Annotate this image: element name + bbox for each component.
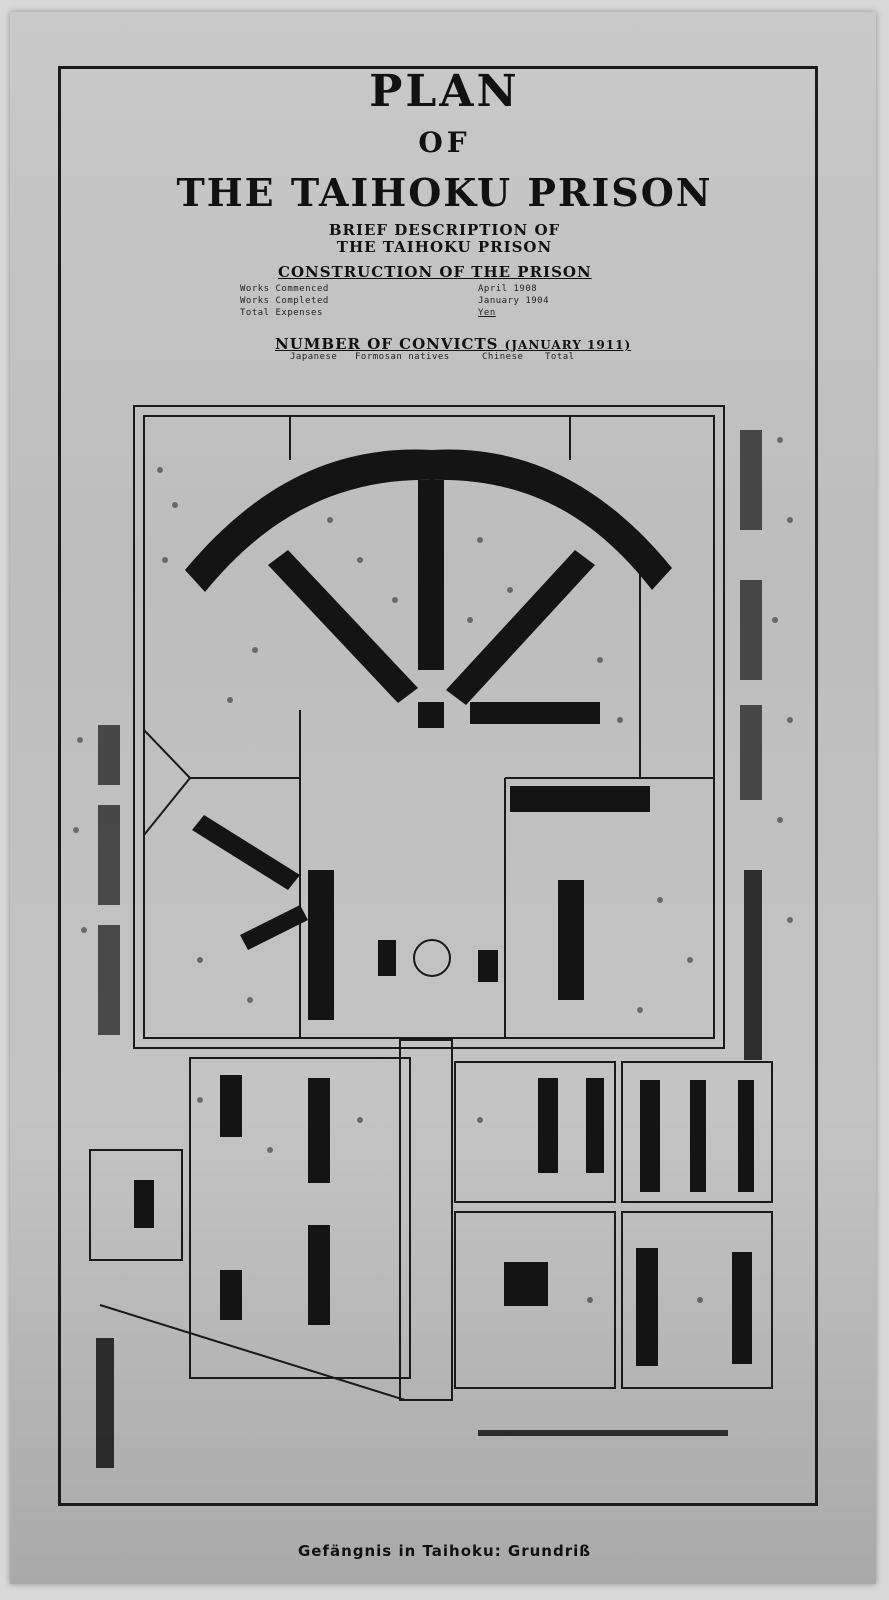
outer-wall — [133, 405, 725, 1049]
west-building — [308, 870, 334, 1020]
housing-block — [690, 1080, 706, 1192]
east-perimeter-building — [744, 870, 762, 1060]
central-fountain — [413, 939, 451, 977]
west-workshop-small — [240, 905, 308, 950]
entrance-road — [399, 1039, 453, 1401]
housing-block — [636, 1248, 658, 1366]
construction-row-value: January 1904 — [478, 296, 550, 306]
east-perimeter-building — [740, 705, 762, 800]
housing-block — [308, 1225, 330, 1325]
yard-divider — [143, 777, 191, 836]
tree-dots — [73, 437, 793, 1303]
yard-building — [378, 940, 396, 976]
east-perimeter-building — [740, 580, 762, 680]
east-perimeter-building — [740, 430, 762, 530]
diagonal-road — [99, 1304, 406, 1401]
central-hub — [418, 702, 444, 728]
title-main: THE TAIHOKU PRISON — [176, 170, 713, 215]
left-radial-cell-block — [268, 550, 418, 703]
legend-key — [96, 1338, 114, 1468]
convicts-column-header: Formosan natives — [355, 352, 450, 362]
housing-block — [220, 1270, 242, 1320]
title-of: OF — [418, 126, 471, 159]
caption: Gefängnis in Taihoku: Grundriß — [297, 1542, 592, 1560]
west-perimeter-building — [98, 925, 120, 1035]
housing-block — [586, 1078, 604, 1173]
convicts-heading-text: NUMBER OF CONVICTS — [275, 335, 499, 353]
construction-row-label: Works Completed — [240, 296, 329, 306]
lower-center-compound — [454, 1061, 616, 1203]
right-radial-cell-block — [446, 550, 595, 705]
subtitle-line-1: BRIEF DESCRIPTION OF — [328, 221, 561, 239]
convicts-column-header: Total — [545, 352, 575, 362]
curved-cell-block — [185, 449, 672, 592]
yard-divider — [143, 729, 191, 779]
construction-row-label: Total Expenses — [240, 308, 323, 318]
yard-building — [478, 950, 498, 982]
housing-block — [504, 1262, 548, 1306]
west-annex — [89, 1149, 183, 1261]
title-plan: PLAN — [369, 66, 520, 117]
lower-left-compound — [189, 1057, 411, 1379]
east-building — [558, 880, 584, 1000]
map-frame-border — [58, 66, 818, 1506]
convicts-column-header: Japanese — [290, 352, 338, 362]
workshop-block — [510, 786, 650, 812]
housing-block — [732, 1252, 752, 1364]
west-perimeter-building — [98, 805, 120, 905]
lower-right-compound-2 — [621, 1211, 773, 1389]
inner-wall — [143, 415, 715, 1039]
annex-building — [134, 1180, 154, 1228]
convicts-heading: NUMBER OF CONVICTS (JANUARY 1911) — [275, 335, 631, 353]
construction-row-value: April 1908 — [478, 284, 538, 294]
construction-heading: CONSTRUCTION OF THE PRISON — [278, 263, 592, 281]
housing-block — [640, 1080, 660, 1192]
subtitle-line-2: THE TAIHOKU PRISON — [336, 238, 553, 256]
west-perimeter-building — [98, 725, 120, 785]
housing-block — [220, 1075, 242, 1137]
convicts-column-header: Chinese — [482, 352, 524, 362]
housing-block — [738, 1080, 754, 1192]
convicts-date: (JANUARY 1911) — [504, 338, 632, 352]
lower-right-compound — [621, 1061, 773, 1203]
housing-block — [538, 1078, 558, 1173]
housing-block — [308, 1078, 330, 1183]
lower-center-compound-2 — [454, 1211, 616, 1389]
construction-row-label: Works Commenced — [240, 284, 329, 294]
central-cell-block — [418, 480, 444, 670]
scale-bar — [478, 1430, 728, 1436]
workshop-block — [470, 702, 600, 724]
construction-row-value: Yen — [478, 308, 496, 318]
west-workshop — [192, 815, 300, 890]
